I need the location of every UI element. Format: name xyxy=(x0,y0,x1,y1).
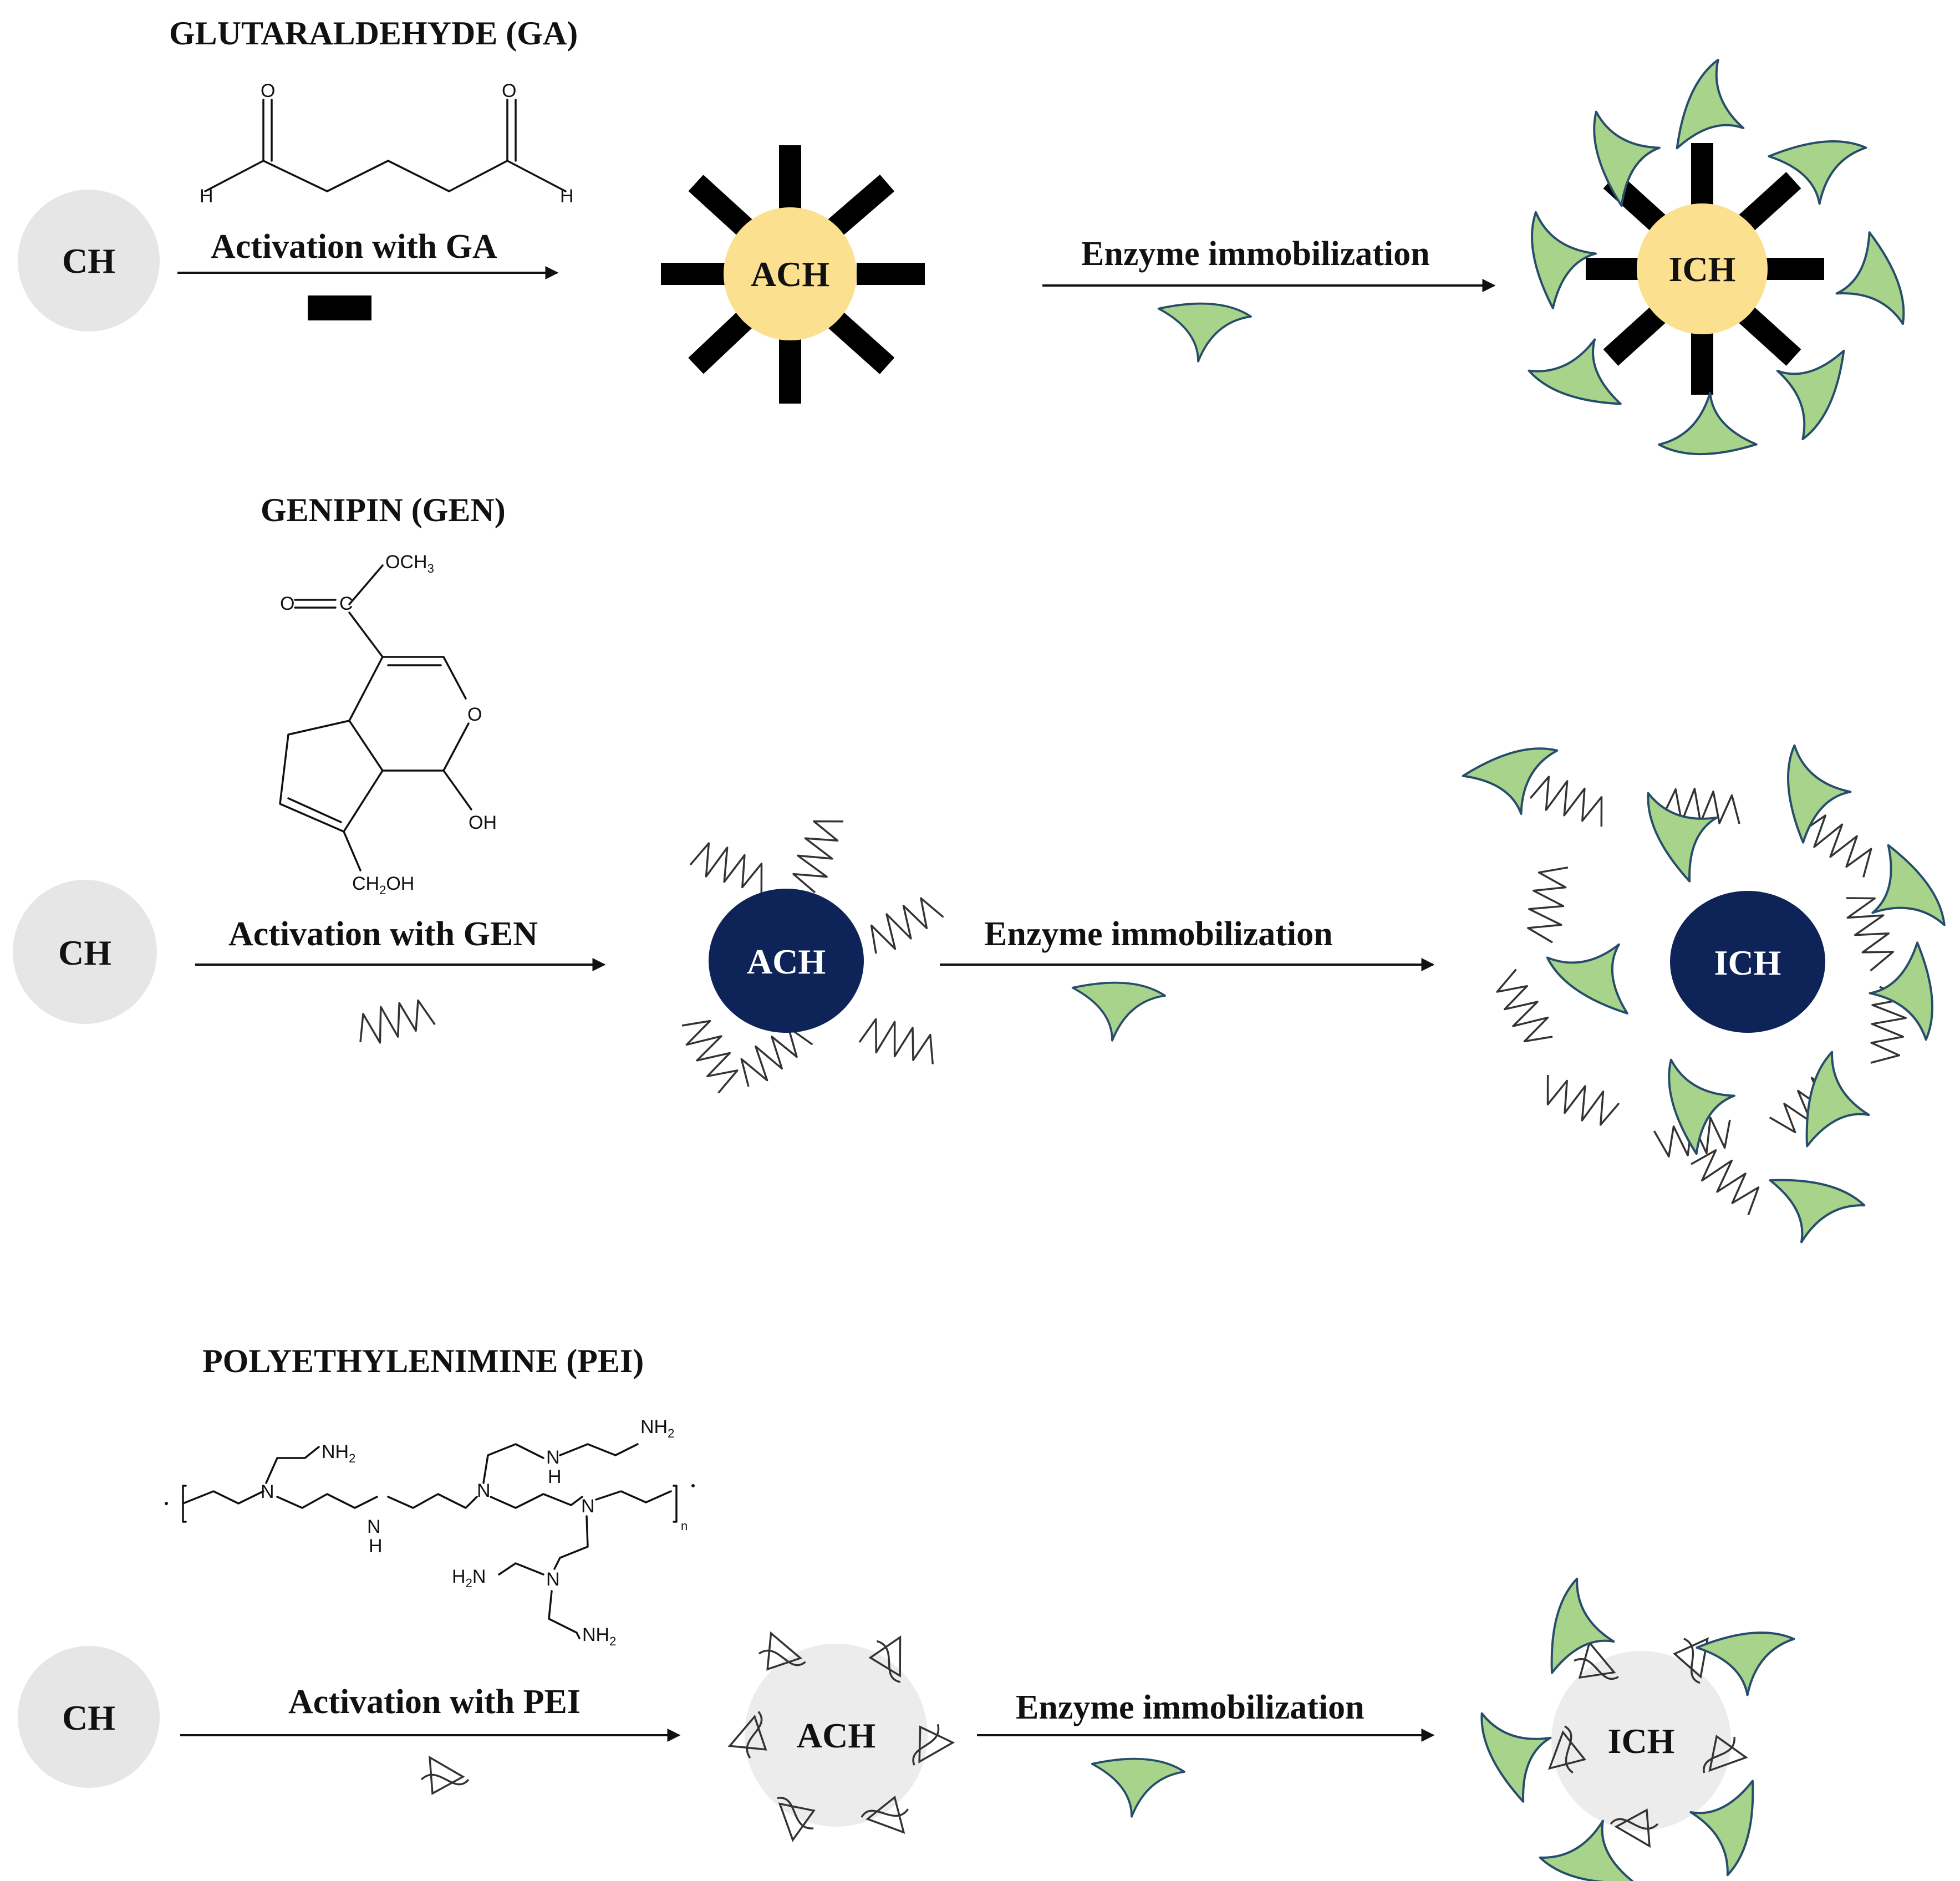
pei-nh-1: N xyxy=(367,1516,381,1537)
section-title: GENIPIN (GEN) xyxy=(261,492,506,528)
section-title: GLUTARALDEHYDE (GA) xyxy=(169,15,578,52)
enzyme-icon xyxy=(1671,54,1764,169)
immobilization-label: Enzyme immobilization xyxy=(1016,1689,1365,1726)
node-label: ACH xyxy=(797,1716,875,1755)
gen-carbonyl-o: O xyxy=(280,593,294,614)
pei-amine-1: NH2 xyxy=(322,1441,355,1465)
node-label: ICH xyxy=(1608,1721,1675,1761)
pei-linker-symbol xyxy=(420,1756,470,1795)
gen-hydroxymethyl: CH2OH xyxy=(352,873,414,897)
pei-amine-4: NH2 xyxy=(582,1624,616,1648)
enzyme-icon xyxy=(1818,229,1917,345)
ach-node: ACH xyxy=(727,1629,958,1847)
enzyme-icon xyxy=(1759,1174,1868,1253)
immobilized-bead xyxy=(1670,891,1825,1033)
pei-repeat-n: n xyxy=(681,1519,688,1533)
section-genipin: GENIPIN (GEN) OCH3 O C O OH CH2OH CH Act… xyxy=(13,492,1956,1253)
activated-bead xyxy=(724,207,857,340)
ach-node: ACH xyxy=(661,145,925,404)
enzyme-icon xyxy=(1521,198,1608,311)
enzyme-icon xyxy=(1157,302,1252,363)
pei-nh-2-h: H xyxy=(548,1466,562,1487)
genipin-linker-symbol xyxy=(352,993,437,1049)
node-label: ICH xyxy=(1714,943,1781,982)
chitosan-bead xyxy=(18,1646,160,1788)
activation-label: Activation with GA xyxy=(211,228,497,266)
ga-hydrogen-right: H xyxy=(560,186,574,207)
section-glutaraldehyde: GLUTARALDEHYDE (GA) O O H H CH Activatio… xyxy=(18,15,1917,460)
pei-n-1: N xyxy=(261,1481,274,1502)
ch-node: CH xyxy=(13,880,157,1024)
activated-bead xyxy=(745,1644,928,1827)
node-label: CH xyxy=(58,933,111,972)
ich-node: ICH xyxy=(1469,1575,1804,1881)
activation-label: Activation with GEN xyxy=(228,915,538,953)
node-label: ICH xyxy=(1669,249,1736,289)
ga-hydrogen-left: H xyxy=(200,186,213,207)
enzyme-icon xyxy=(1460,736,1575,829)
genipin-structure: OCH3 O C O OH CH2OH xyxy=(279,552,497,897)
ch-node: CH xyxy=(18,190,160,332)
enzyme-icon xyxy=(1653,388,1758,460)
ga-linker-symbol xyxy=(308,295,371,320)
section-title: POLYETHYLENIMINE (PEI) xyxy=(202,1343,644,1379)
ich-node: ICH xyxy=(1460,736,1956,1253)
enzyme-icon xyxy=(1800,1048,1880,1157)
chitosan-bead xyxy=(13,880,157,1024)
gen-carbonyl-c: C xyxy=(339,593,353,614)
enzyme-icon xyxy=(1861,940,1941,1049)
immobilization-label: Enzyme immobilization xyxy=(984,915,1333,953)
activation-label: Activation with PEI xyxy=(288,1683,581,1721)
enzyme-icon xyxy=(1780,736,1859,845)
chitosan-bead xyxy=(18,190,160,332)
immobilized-bead xyxy=(1637,203,1768,334)
immobilization-label: Enzyme immobilization xyxy=(1081,235,1430,273)
ch-node: CH xyxy=(18,1646,160,1788)
ga-oxygen-left: O xyxy=(261,80,275,101)
enzyme-icon xyxy=(1071,981,1166,1042)
gen-methoxy: OCH3 xyxy=(385,552,434,575)
node-label: ACH xyxy=(751,254,829,294)
pei-nh-1-h: H xyxy=(369,1536,383,1557)
node-label: ACH xyxy=(747,942,826,981)
activated-bead xyxy=(709,889,864,1033)
glutaraldehyde-structure: O O H H xyxy=(200,80,574,207)
pei-nh-2: N xyxy=(546,1447,560,1468)
ga-oxygen-right: O xyxy=(502,80,516,101)
ich-node: ICH xyxy=(1521,54,1917,460)
polyethylenimine-structure: N NH2 N H N N H NH2 N n N H2N NH2 xyxy=(165,1416,695,1648)
ga-linker-spokes xyxy=(661,145,925,404)
ach-node: ACH xyxy=(676,809,946,1096)
section-polyethylenimine: POLYETHYLENIMINE (PEI) N NH2 N H N N H N… xyxy=(18,1343,1804,1881)
gen-hydroxyl: OH xyxy=(469,812,497,833)
node-label: CH xyxy=(62,241,115,281)
node-label: CH xyxy=(62,1698,115,1737)
enzyme-icon xyxy=(1539,915,1656,1019)
enzyme-icon xyxy=(1635,768,1739,885)
pei-amine-3: H2N xyxy=(452,1566,486,1590)
immobilized-bead xyxy=(1551,1651,1731,1831)
enzyme-icon xyxy=(1091,1757,1185,1818)
pei-n-4: N xyxy=(546,1569,560,1590)
pei-amine-2: NH2 xyxy=(640,1416,674,1440)
pei-n-3: N xyxy=(581,1496,595,1517)
gen-ring-oxygen: O xyxy=(467,704,482,725)
